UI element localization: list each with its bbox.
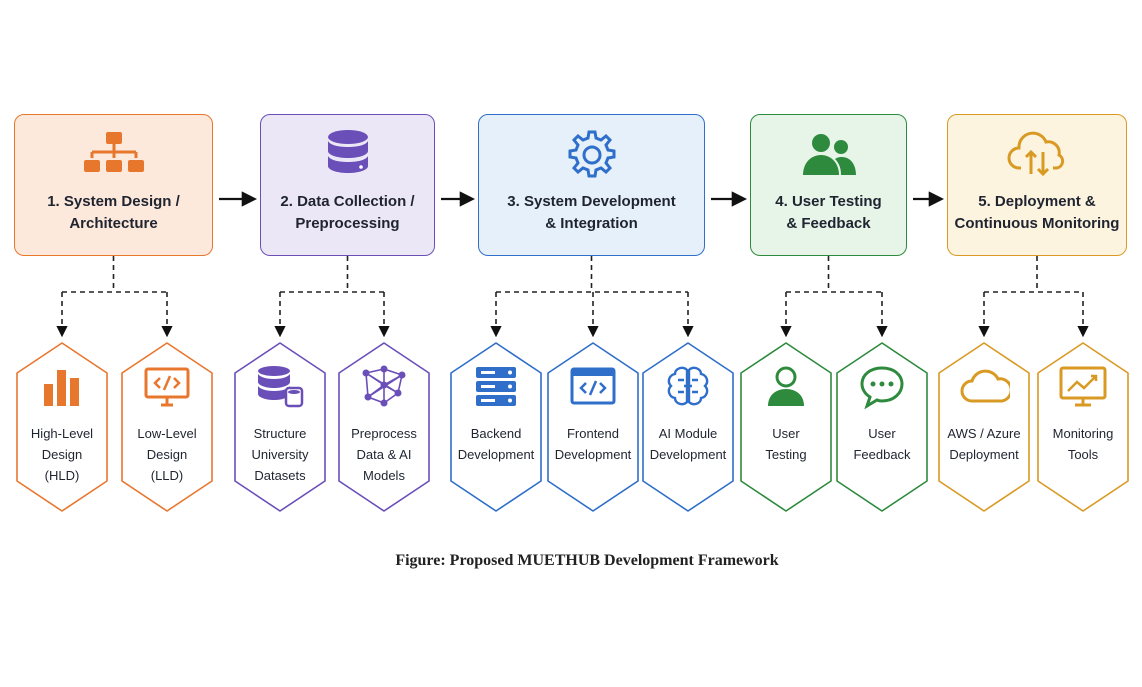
hexagon-outline [836, 342, 928, 512]
chat-bubble-icon [835, 363, 929, 411]
phase-box-3: 3. System Development & Integration [478, 114, 705, 256]
subtask-node: Low-Level Design (LLD) [120, 341, 214, 513]
phase-title: 3. System Development & Integration [507, 193, 676, 232]
subtask-label: Preprocess Data & AI Models [351, 426, 417, 483]
subtask-label: Frontend Development [554, 426, 632, 462]
phase-box-1: 1. System Design / Architecture [14, 114, 213, 256]
subtask-label: Structure University Datasets [251, 426, 309, 483]
subtask-node: Frontend Development [546, 341, 640, 513]
brain-icon [641, 363, 735, 411]
database-icon [316, 129, 380, 181]
subtask-label: User Testing [765, 426, 807, 462]
user-icon [739, 363, 833, 411]
subtask-label: Monitoring Tools [1052, 426, 1114, 462]
subtask-node: AI Module Development [641, 341, 735, 513]
code-window-icon [546, 363, 640, 411]
phase-box-5: 5. Deployment & Continuous Monitoring [947, 114, 1127, 256]
phase-title: 4. User Testing & Feedback [775, 193, 882, 232]
phase-box-2: 2. Data Collection / Preprocessing [260, 114, 435, 256]
gear-icon [560, 129, 624, 181]
neural-network-icon [337, 363, 431, 411]
hexagon-outline [338, 342, 430, 512]
cloud-sync-icon [1005, 129, 1069, 181]
subtask-node: High-Level Design (HLD) [15, 341, 109, 513]
subtask-node: Backend Development [449, 341, 543, 513]
database-stack-icon [233, 363, 327, 411]
code-monitor-icon [120, 363, 214, 411]
phase-title: 5. Deployment & Continuous Monitoring [954, 193, 1120, 232]
server-icon [449, 363, 543, 411]
subtask-label: User Feedback [853, 426, 911, 462]
subtask-node: User Feedback [835, 341, 929, 513]
subtask-label: Backend Development [457, 426, 535, 462]
bar-chart-icon [15, 363, 109, 411]
subtask-node: Preprocess Data & AI Models [337, 341, 431, 513]
users-icon [797, 129, 861, 181]
subtask-label: High-Level Design (HLD) [30, 426, 94, 483]
hierarchy-icon [82, 129, 146, 181]
hexagon-outline [938, 342, 1030, 512]
phase-title: 1. System Design / Architecture [47, 193, 180, 232]
hexagon-outline [234, 342, 326, 512]
subtask-node: User Testing [739, 341, 833, 513]
subtask-node: Structure University Datasets [233, 341, 327, 513]
subtask-node: AWS / Azure Deployment [937, 341, 1031, 513]
cloud-icon [937, 363, 1031, 411]
subtask-label: AI Module Development [649, 426, 727, 462]
phase-title: 2. Data Collection / Preprocessing [280, 193, 415, 232]
trend-monitor-icon [1036, 363, 1130, 411]
subtask-label: AWS / Azure Deployment [947, 426, 1021, 462]
figure-caption: Figure: Proposed MUETHUB Development Fra… [395, 552, 779, 569]
hexagon-outline [16, 342, 108, 512]
hexagon-outline [740, 342, 832, 512]
subtask-label: Low-Level Design (LLD) [137, 426, 197, 483]
hexagon-outline [642, 342, 734, 512]
hexagon-outline [450, 342, 542, 512]
phase-box-4: 4. User Testing & Feedback [750, 114, 907, 256]
subtask-node: Monitoring Tools [1036, 341, 1130, 513]
